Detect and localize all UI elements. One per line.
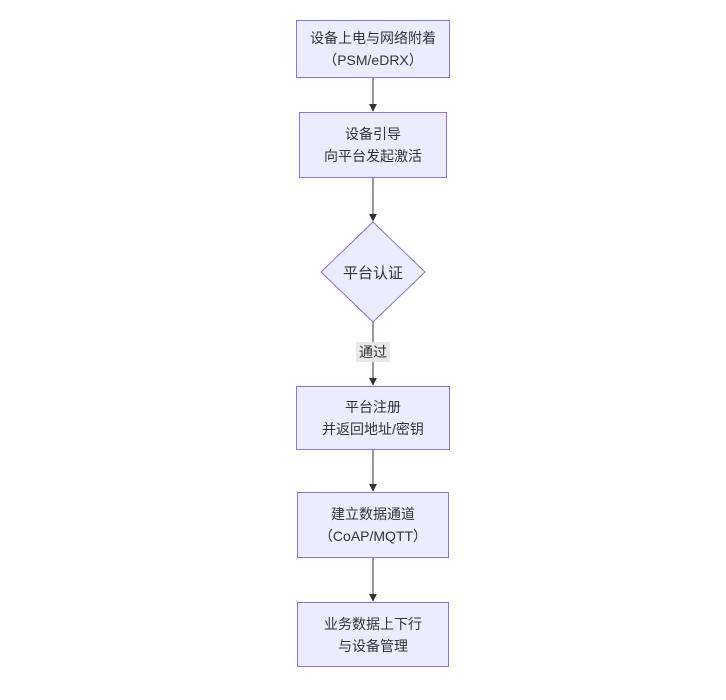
node-line: 平台注册 <box>345 399 401 415</box>
node-power-attach: 设备上电与网络附着 （PSM/eDRX） <box>296 20 450 78</box>
edge-label-pass: 通过 <box>356 342 390 362</box>
node-line: 设备上电与网络附着 <box>310 30 436 46</box>
node-line: （CoAP/MQTT） <box>318 528 428 544</box>
node-data-channel: 建立数据通道 （CoAP/MQTT） <box>297 492 449 558</box>
node-business-data: 业务数据上下行 与设备管理 <box>297 602 449 667</box>
node-line: 并返回地址/密钥 <box>322 421 424 437</box>
node-line: （PSM/eDRX） <box>323 52 423 68</box>
node-platform-register: 平台注册 并返回地址/密钥 <box>296 386 450 450</box>
node-line: 业务数据上下行 <box>324 615 422 632</box>
node-bootstrap: 设备引导 向平台发起激活 <box>299 112 447 178</box>
node-platform-auth: 平台认证 <box>342 264 403 282</box>
decision-diamond-shape <box>320 221 426 323</box>
node-line: 建立数据通道 <box>331 506 415 522</box>
node-line: 设备引导 <box>345 126 401 142</box>
node-line: 向平台发起激活 <box>324 148 422 164</box>
node-line: 与设备管理 <box>338 637 408 654</box>
